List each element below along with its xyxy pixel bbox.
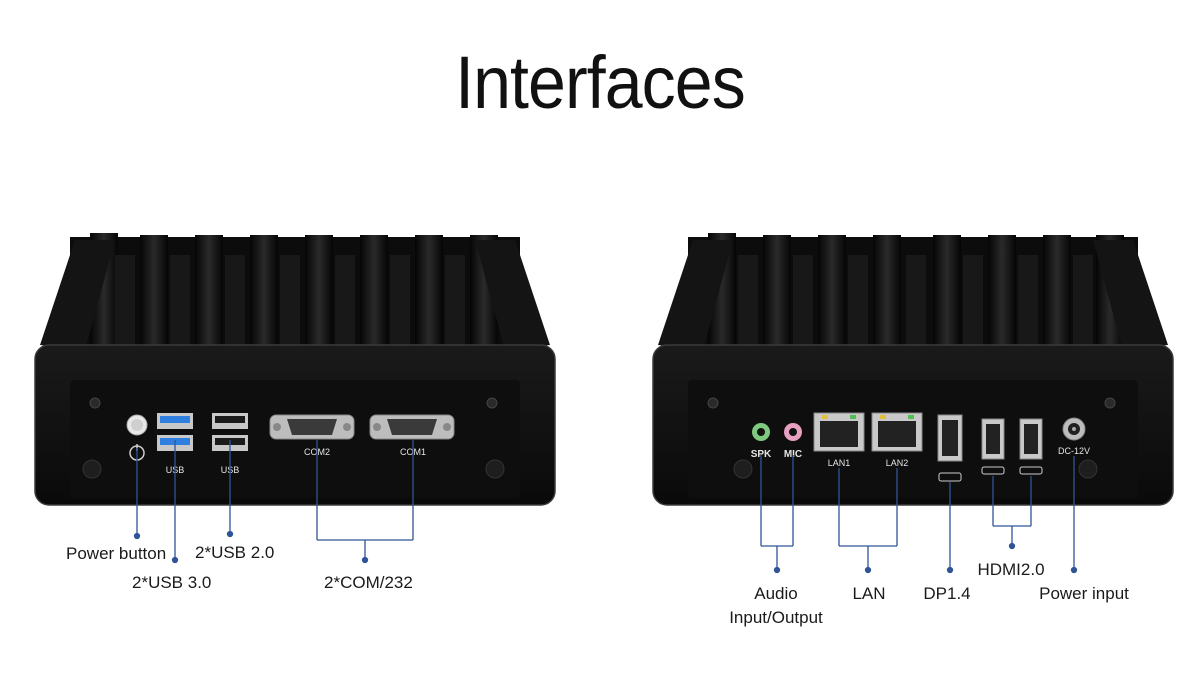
audio-callout-line2: Input/Output	[729, 608, 823, 627]
power-button-callout: Power button	[66, 544, 167, 563]
usb20-callout: 2*USB 2.0	[195, 543, 275, 562]
heatsink-fins	[70, 233, 520, 355]
com2-port[interactable]	[269, 414, 355, 440]
mini-pc-front-panel: USB USB COM2 COM1	[34, 233, 556, 506]
power-button[interactable]	[126, 414, 148, 436]
dp-callout: DP1.4	[923, 584, 971, 603]
lan1-label: LAN1	[828, 458, 851, 468]
mic-jack[interactable]	[784, 423, 802, 441]
com1-port[interactable]	[369, 414, 455, 440]
hdmi-icon-1	[981, 466, 1005, 475]
usb3-port-top[interactable]	[157, 413, 193, 429]
page-title: Interfaces	[455, 41, 746, 124]
usb30-callout: 2*USB 3.0	[132, 573, 212, 592]
com-callout: 2*COM/232	[324, 573, 413, 592]
hdmi-port-1[interactable]	[981, 418, 1005, 460]
audio-callout-line1: Audio	[754, 584, 798, 603]
hdmi-port-2[interactable]	[1019, 418, 1043, 460]
usb2-port-top[interactable]	[212, 413, 248, 429]
power-input-callout: Power input	[1039, 584, 1129, 603]
lan2-label: LAN2	[886, 458, 909, 468]
speaker-jack[interactable]	[752, 423, 770, 441]
lan1-port[interactable]	[813, 412, 865, 452]
lan-callout: LAN	[852, 584, 886, 603]
spk-label: SPK	[751, 449, 772, 460]
mic-label: MIC	[784, 449, 802, 460]
displayport-icon	[938, 472, 962, 482]
lan2-port[interactable]	[871, 412, 923, 452]
dc-power-jack[interactable]	[1062, 417, 1086, 441]
hdmi-callout: HDMI2.0	[977, 560, 1045, 579]
displayport-port[interactable]	[937, 414, 963, 462]
hdmi-icon-2	[1019, 466, 1043, 475]
dc-label: DC-12V	[1058, 446, 1090, 456]
mini-pc-rear-panel: SPK MIC LAN1 LAN2	[652, 233, 1174, 506]
